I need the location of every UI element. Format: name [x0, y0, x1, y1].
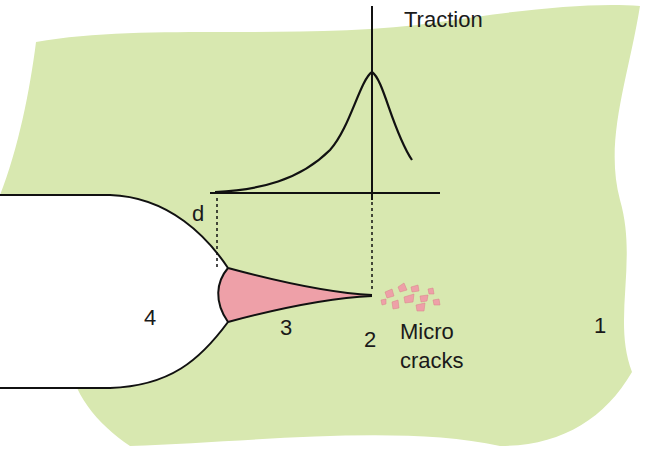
- dotted-guide: [216, 198, 218, 268]
- material-body: [0, 5, 640, 446]
- region-number: 2: [364, 326, 376, 355]
- crack-lower-face: [0, 296, 372, 388]
- feature-label: Micro cracks: [400, 318, 480, 375]
- cohesive-zone: [219, 268, 372, 322]
- region-number: 1: [594, 312, 606, 341]
- dotted-guide: [371, 202, 373, 290]
- y-axis: [371, 6, 373, 200]
- crack-upper-face: [0, 195, 372, 295]
- region-number: 3: [280, 314, 292, 343]
- x-axis: [210, 192, 440, 194]
- axis-label: Traction: [404, 6, 483, 35]
- crack-tip-front: [218, 268, 228, 322]
- traction-curve: [215, 72, 412, 192]
- microcracks: [381, 283, 440, 311]
- region-number: 4: [144, 304, 156, 333]
- dimension-label: d: [192, 200, 204, 229]
